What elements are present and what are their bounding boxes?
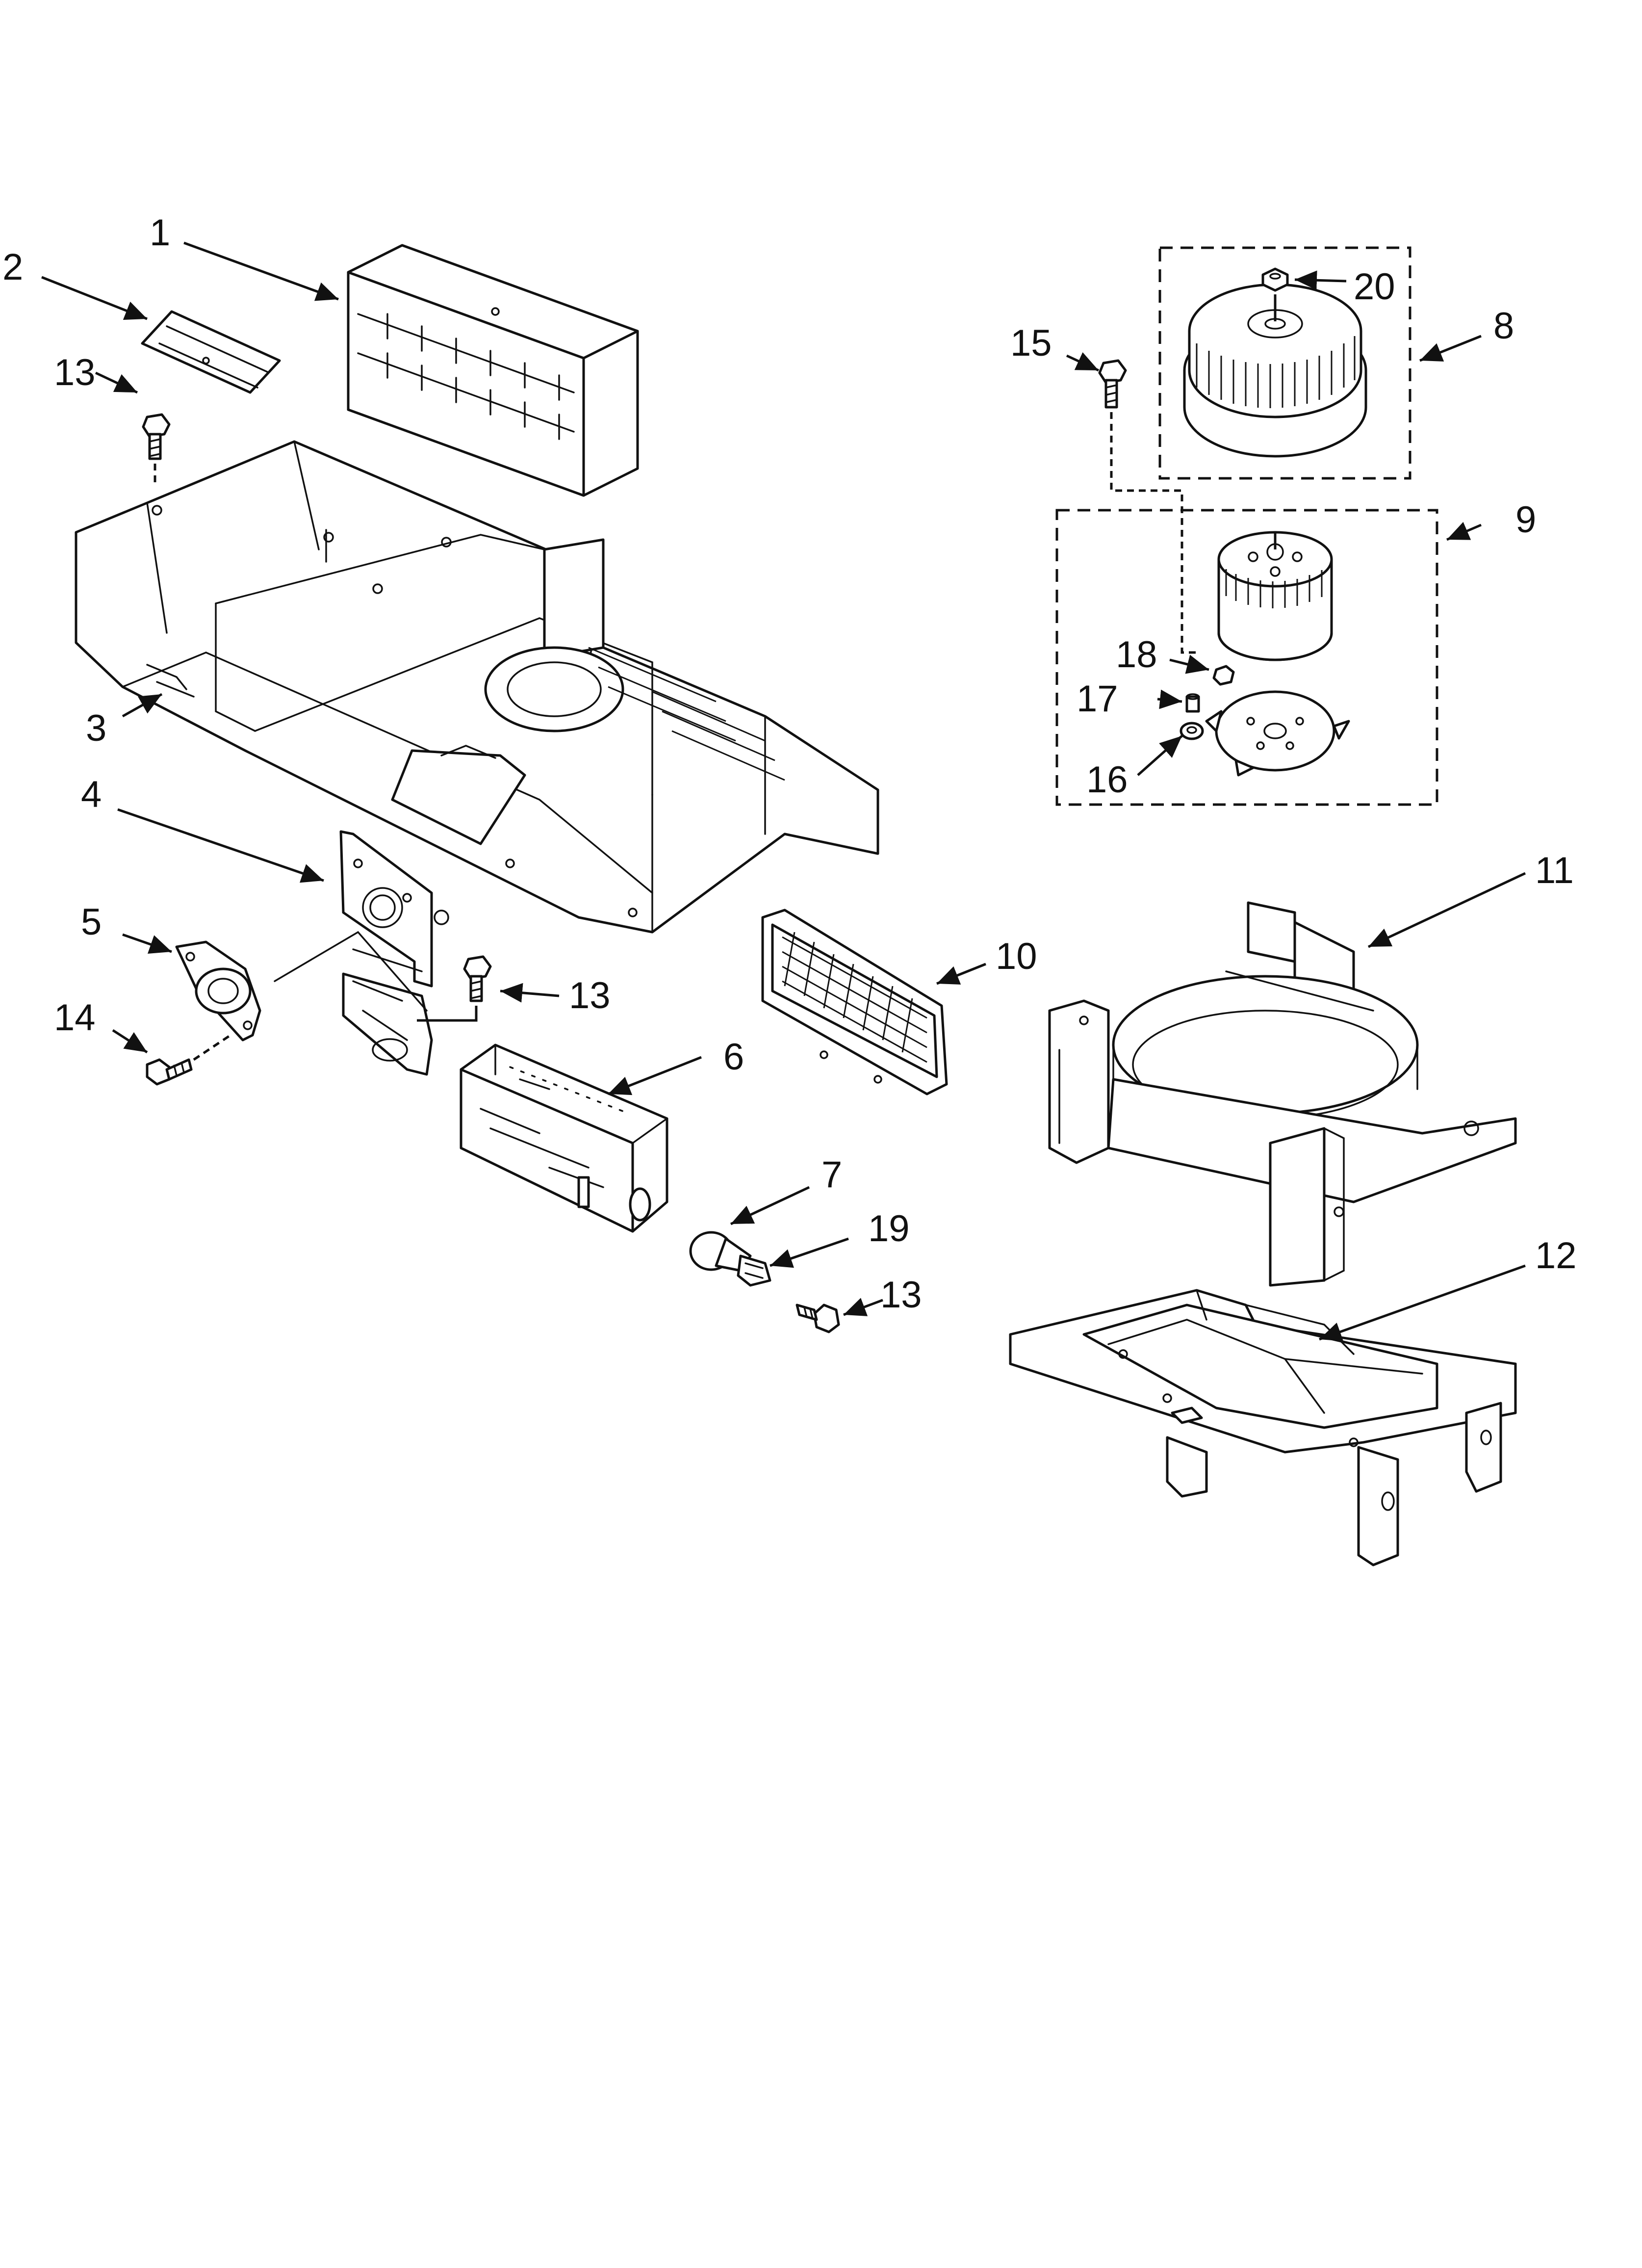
part-13-screw-a [142, 413, 171, 486]
callout-labels: 1 2 3 4 5 6 7 8 9 10 11 12 13 13 13 14 1… [2, 212, 1577, 1316]
leader-13c [843, 1298, 883, 1316]
callout-leaders [41, 241, 1526, 1341]
callout-7: 7 [821, 1154, 842, 1196]
callout-1: 1 [150, 212, 170, 254]
part-5-thermostat [175, 940, 261, 1042]
part-19-lamp-socket [737, 1254, 771, 1287]
callout-8: 8 [1493, 305, 1514, 347]
part-9-motor-assembly [1055, 509, 1438, 806]
leader-20 [1294, 270, 1347, 290]
callout-2: 2 [2, 246, 23, 288]
callout-9: 9 [1515, 499, 1536, 541]
part-15-screw [1098, 359, 1197, 654]
leader-16 [1137, 735, 1183, 776]
callout-15: 15 [1010, 322, 1052, 364]
leader-9 [1446, 521, 1482, 541]
callout-12: 12 [1535, 1235, 1577, 1277]
leader-11 [1367, 872, 1526, 948]
part-3-air-guide-tray [75, 440, 879, 934]
leader-3 [122, 693, 163, 718]
part-20-nut [1261, 267, 1289, 292]
part-1-louver-box [347, 244, 639, 497]
callout-20: 20 [1354, 266, 1395, 308]
part-12-base-plate [1009, 1289, 1517, 1566]
callout-19: 19 [868, 1208, 910, 1250]
leader-4 [117, 808, 324, 883]
leader-18 [1169, 654, 1209, 674]
leader-5 [122, 933, 172, 954]
callout-6: 6 [723, 1036, 744, 1078]
callout-3: 3 [86, 707, 106, 749]
part-8-blower-wheel [1158, 246, 1411, 480]
leader-12 [1319, 1264, 1526, 1341]
leader-7 [730, 1186, 810, 1225]
part-13-screw-b [417, 955, 492, 1022]
leader-19 [770, 1237, 849, 1268]
callout-13-bottom: 13 [880, 1274, 922, 1316]
part-6-lamp-housing [460, 1043, 668, 1233]
part-10-grille [761, 909, 948, 1095]
part-2-damper-plate [141, 310, 281, 394]
leader-6 [608, 1056, 702, 1095]
callout-18: 18 [1116, 634, 1157, 676]
part-14-screw [146, 1034, 231, 1086]
callout-17: 17 [1077, 678, 1118, 720]
leader-13b [500, 983, 560, 1003]
part-11-blower-housing [1048, 901, 1517, 1287]
callout-16: 16 [1086, 759, 1128, 801]
leader-2 [41, 276, 148, 320]
callout-11: 11 [1535, 850, 1574, 891]
leader-14 [112, 1029, 148, 1054]
leader-15 [1066, 352, 1100, 372]
leader-1 [183, 241, 339, 301]
part-16-washer [1180, 722, 1204, 740]
callout-5: 5 [81, 901, 102, 943]
leader-13a [95, 371, 138, 394]
leader-10 [936, 963, 986, 985]
callout-14: 14 [54, 997, 96, 1039]
callout-13-top: 13 [54, 352, 96, 393]
callout-4: 4 [81, 774, 102, 815]
callout-10: 10 [996, 936, 1037, 977]
leader-17 [1157, 689, 1182, 709]
part-17-spacer [1185, 693, 1200, 713]
part-4-bracket [274, 830, 449, 1076]
callout-13-mid: 13 [569, 975, 611, 1017]
leader-8 [1419, 335, 1482, 362]
part-18-nut [1212, 665, 1235, 686]
part-13-screw-c [795, 1303, 840, 1333]
